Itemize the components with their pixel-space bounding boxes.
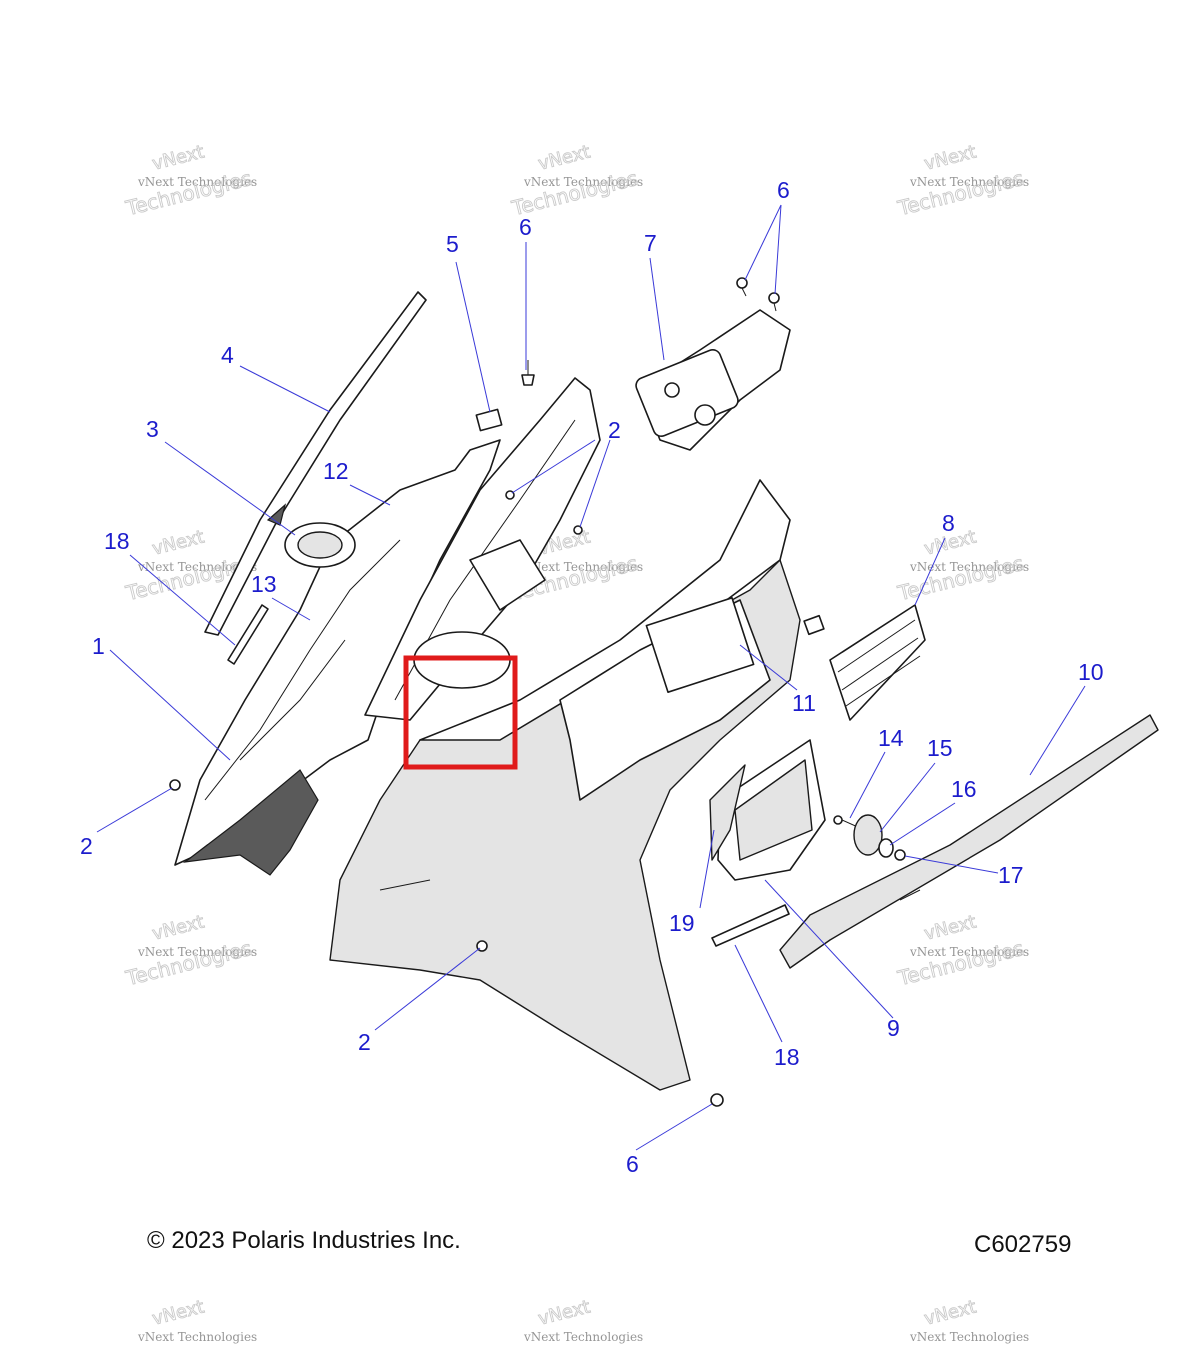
- leader-lines: [96, 204, 1086, 1151]
- callout-12[interactable]: 12: [323, 458, 349, 484]
- part-right-side-panel[interactable]: [329, 479, 801, 1091]
- svg-text:vNext: vNext: [150, 527, 206, 560]
- callout-8[interactable]: 8: [942, 510, 955, 536]
- part-6-screw[interactable]: [521, 360, 535, 386]
- callout-18[interactable]: 18: [774, 1044, 800, 1070]
- part-3-filler-ring[interactable]: [284, 522, 356, 568]
- callout-9[interactable]: 9: [887, 1015, 900, 1041]
- watermark: vNext vNext Technologies Technologies: [894, 141, 1029, 221]
- callout-18[interactable]: 18: [104, 528, 130, 554]
- part-15-grommet[interactable]: [853, 814, 883, 856]
- callout-7[interactable]: 7: [644, 230, 657, 256]
- svg-text:vNext: vNext: [922, 1297, 978, 1330]
- part-6-screw[interactable]: [736, 277, 748, 297]
- watermark: vNext vNext Technologies: [137, 1296, 257, 1344]
- part-18-pin-lower[interactable]: [711, 904, 790, 947]
- watermark: vNext vNext Technologies: [909, 1296, 1029, 1344]
- callout-4[interactable]: 4: [221, 342, 234, 368]
- svg-text:vNext Technologies: vNext Technologies: [137, 1330, 257, 1344]
- callout-14[interactable]: 14: [878, 725, 904, 751]
- part-10-long-trim[interactable]: [779, 714, 1159, 969]
- svg-text:vNext Technologies: vNext Technologies: [523, 175, 643, 189]
- callout-3[interactable]: 3: [146, 416, 159, 442]
- callout-2[interactable]: 2: [80, 833, 93, 859]
- part-9-vent-housing[interactable]: [717, 739, 826, 881]
- svg-text:vNext Technologies: vNext Technologies: [909, 560, 1029, 574]
- part-16-washer[interactable]: [878, 838, 894, 858]
- svg-text:vNext Technologies: vNext Technologies: [137, 560, 257, 574]
- callout-2[interactable]: 2: [608, 417, 621, 443]
- part-19-deflector[interactable]: [709, 764, 746, 861]
- svg-text:vNext Technologies: vNext Technologies: [523, 1330, 643, 1344]
- copyright-notice: © 2023 Polaris Industries Inc.: [147, 1227, 461, 1254]
- callout-19[interactable]: 19: [669, 910, 695, 936]
- callout-labels: 1 2 2 2 3 4 5 6 6 6 7 8 9 10 11 12 13 14…: [80, 177, 1104, 1177]
- svg-text:vNext: vNext: [536, 142, 592, 175]
- watermark: vNext vNext Technologies Technologies: [894, 526, 1029, 606]
- callout-13[interactable]: 13: [251, 571, 277, 597]
- part-2-fastener[interactable]: [169, 779, 181, 791]
- callout-5[interactable]: 5: [446, 231, 459, 257]
- part-17-nut[interactable]: [894, 849, 906, 861]
- watermark: vNext vNext Technologies Technologies: [508, 141, 643, 221]
- part-1-main-panel[interactable]: [174, 439, 501, 876]
- svg-text:vNext: vNext: [150, 912, 206, 945]
- watermark: vNext vNext Technologies: [523, 1296, 643, 1344]
- callout-15[interactable]: 15: [927, 735, 953, 761]
- part-8-vent-grille[interactable]: [803, 604, 926, 721]
- svg-text:vNext Technologies: vNext Technologies: [137, 175, 257, 189]
- svg-text:vNext Technologies: vNext Technologies: [137, 945, 257, 959]
- svg-text:vNext Technologies: vNext Technologies: [909, 1330, 1029, 1344]
- callout-6[interactable]: 6: [626, 1151, 639, 1177]
- watermark: vNext vNext Technologies Technologies: [894, 911, 1029, 991]
- callout-10[interactable]: 10: [1078, 659, 1104, 685]
- svg-text:vNext Technologies: vNext Technologies: [909, 175, 1029, 189]
- callout-16[interactable]: 16: [951, 776, 977, 802]
- part-7-bracket[interactable]: [634, 309, 791, 451]
- callout-11[interactable]: 11: [792, 690, 816, 716]
- svg-text:vNext Technologies: vNext Technologies: [909, 945, 1029, 959]
- part-14-bolt[interactable]: [833, 815, 861, 829]
- svg-text:vNext: vNext: [922, 912, 978, 945]
- part-6-screw[interactable]: [710, 1093, 724, 1107]
- watermark: vNext vNext Technologies Technologies: [122, 911, 257, 991]
- callout-17[interactable]: 17: [998, 862, 1024, 888]
- callout-6[interactable]: 6: [777, 177, 790, 203]
- watermark: vNext vNext Technologies Technologies: [122, 141, 257, 221]
- part-18-pin-upper[interactable]: [227, 604, 269, 665]
- svg-text:vNext Technologies: vNext Technologies: [523, 560, 643, 574]
- callout-1[interactable]: 1: [92, 633, 105, 659]
- part-5-clip[interactable]: [475, 408, 503, 432]
- svg-text:vNext: vNext: [150, 142, 206, 175]
- svg-text:vNext: vNext: [536, 1297, 592, 1330]
- highlight-box: [403, 655, 518, 770]
- svg-text:vNext: vNext: [150, 1297, 206, 1330]
- part-6-screw[interactable]: [768, 292, 780, 312]
- part-2-fastener[interactable]: [573, 525, 583, 535]
- svg-text:vNext: vNext: [922, 142, 978, 175]
- diagram-code: C602759: [974, 1231, 1072, 1258]
- callout-2[interactable]: 2: [358, 1029, 371, 1055]
- callout-6[interactable]: 6: [519, 214, 532, 240]
- part-4-trim-strip[interactable]: [204, 291, 427, 636]
